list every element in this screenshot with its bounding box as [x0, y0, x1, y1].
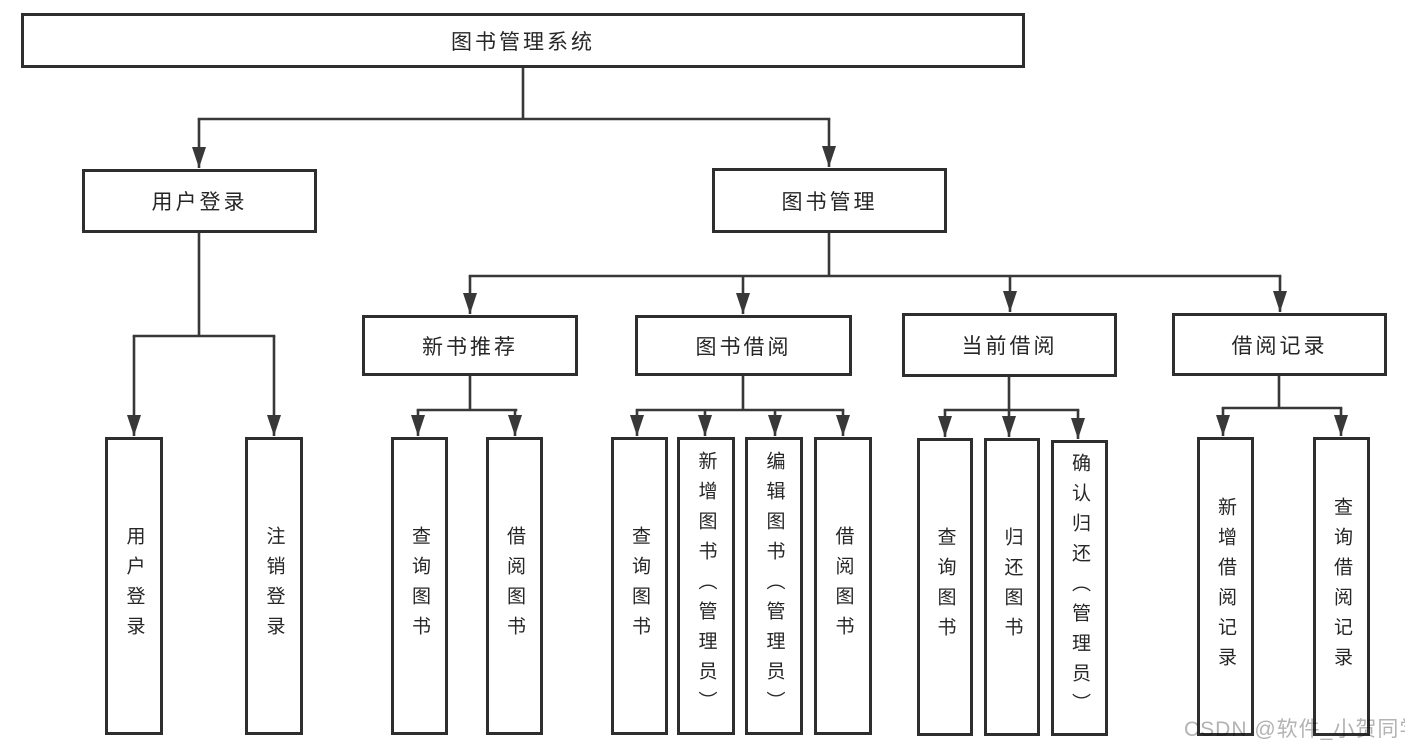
node-bb-query-books: 查询图书 [611, 437, 668, 735]
node-leaf-user-login: 用户登录 [105, 437, 163, 735]
node-bb-edit-books: 编辑图书（管理员） [745, 437, 803, 735]
node-user-login: 用户登录 [82, 169, 317, 233]
node-new-book-recommend: 新书推荐 [362, 315, 578, 376]
node-bb-borrow-books: 借阅图书 [814, 437, 872, 735]
node-book-borrow: 图书借阅 [635, 315, 852, 376]
arrow-lines [127, 119, 1348, 439]
node-book-management: 图书管理 [712, 168, 947, 233]
node-nbr-borrow-books: 借阅图书 [486, 437, 543, 735]
trunk-lines [132, 66, 1343, 412]
node-borrow-record: 借阅记录 [1172, 313, 1387, 376]
node-nbr-query-books: 查询图书 [391, 437, 448, 735]
node-br-add-record: 新增借阅记录 [1197, 437, 1254, 736]
csdn-watermark: CSDN @软件_小贺同学 [1184, 718, 1405, 741]
node-root: 图书管理系统 [21, 13, 1025, 68]
node-current-borrow: 当前借阅 [902, 313, 1117, 377]
node-cb-return-books: 归还图书 [984, 438, 1040, 736]
node-leaf-logout: 注销登录 [245, 437, 303, 735]
node-bb-add-books: 新增图书（管理员） [677, 437, 735, 735]
node-br-query-record: 查询借阅记录 [1313, 437, 1370, 736]
node-cb-confirm-return: 确认归还（管理员） [1051, 440, 1108, 736]
node-cb-query-books: 查询图书 [917, 438, 973, 736]
